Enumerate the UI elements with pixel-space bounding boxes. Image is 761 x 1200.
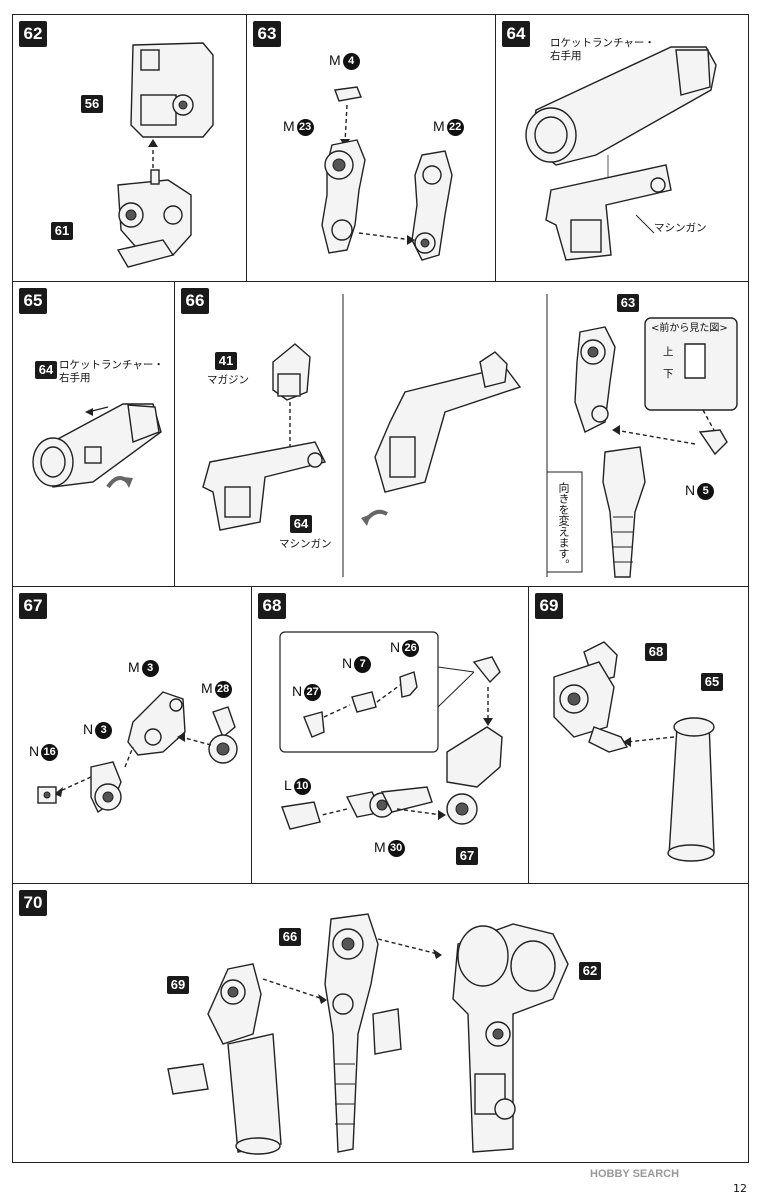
- step-number: 68: [258, 593, 286, 619]
- step-62-panel: 62 56 61: [12, 14, 247, 282]
- part-63-label: 63: [617, 294, 639, 312]
- page-number: 12: [733, 1182, 747, 1195]
- watermark: HOBBY SEARCH: [590, 1168, 679, 1180]
- part-67-label: 67: [456, 847, 478, 865]
- step-number: 65: [19, 288, 47, 314]
- machine-gun-label: マシンガン: [279, 538, 332, 550]
- orientation-note: 向きを変えます。: [557, 482, 570, 570]
- machine-gun-label: マシンガン: [654, 222, 707, 234]
- part-61-label: 61: [51, 222, 73, 240]
- step-number: 64: [502, 21, 530, 47]
- step-69-illustration: [553, 641, 715, 862]
- step-70-illustration: [167, 913, 569, 1155]
- part-64-label: 64: [35, 361, 57, 379]
- step-67-illustration: [37, 691, 238, 814]
- step-65-illustration: [32, 403, 162, 489]
- step-64-illustration: [525, 46, 717, 261]
- step-number: 66: [181, 288, 209, 314]
- watermark-text: HOBBY SEARCH: [590, 1168, 680, 1180]
- step-62-illustration: [116, 42, 214, 268]
- step-65-panel: 65 64 ロケットランチャー・ 右手用: [12, 281, 175, 587]
- part-56-label: 56: [81, 95, 103, 113]
- step-number: 70: [19, 890, 47, 916]
- step-number: 62: [19, 21, 47, 47]
- magazine-label: マガジン: [207, 374, 249, 386]
- step-number: 69: [535, 593, 563, 619]
- part-65-label: 65: [701, 673, 723, 691]
- rocket-launcher-label: ロケットランチャー・ 右手用: [550, 37, 655, 62]
- step-69-panel: 69 68 65: [528, 586, 749, 884]
- step-68-illustration: [279, 631, 503, 830]
- rocket-launcher-label: ロケットランチャー・ 右手用: [59, 359, 164, 384]
- part-68-label: 68: [645, 643, 667, 661]
- part-64-label: 64: [290, 515, 312, 533]
- part-41-label: 41: [215, 352, 237, 370]
- view-up-label: 上: [663, 346, 674, 358]
- part-62-label: 62: [579, 962, 601, 980]
- step-number: 67: [19, 593, 47, 619]
- front-view-title: <前から見た図>: [651, 323, 728, 334]
- step-66-illustration: [202, 294, 738, 578]
- step-63-illustration: [321, 86, 453, 261]
- step-64-panel: 64 ロケットランチャー・ 右手用 マシンガン: [495, 14, 749, 282]
- step-70-panel: 70 66 62 69: [12, 883, 749, 1163]
- part-66-label: 66: [279, 928, 301, 946]
- part-69-label: 69: [167, 976, 189, 994]
- view-down-label: 下: [663, 368, 674, 380]
- step-number: 63: [253, 21, 281, 47]
